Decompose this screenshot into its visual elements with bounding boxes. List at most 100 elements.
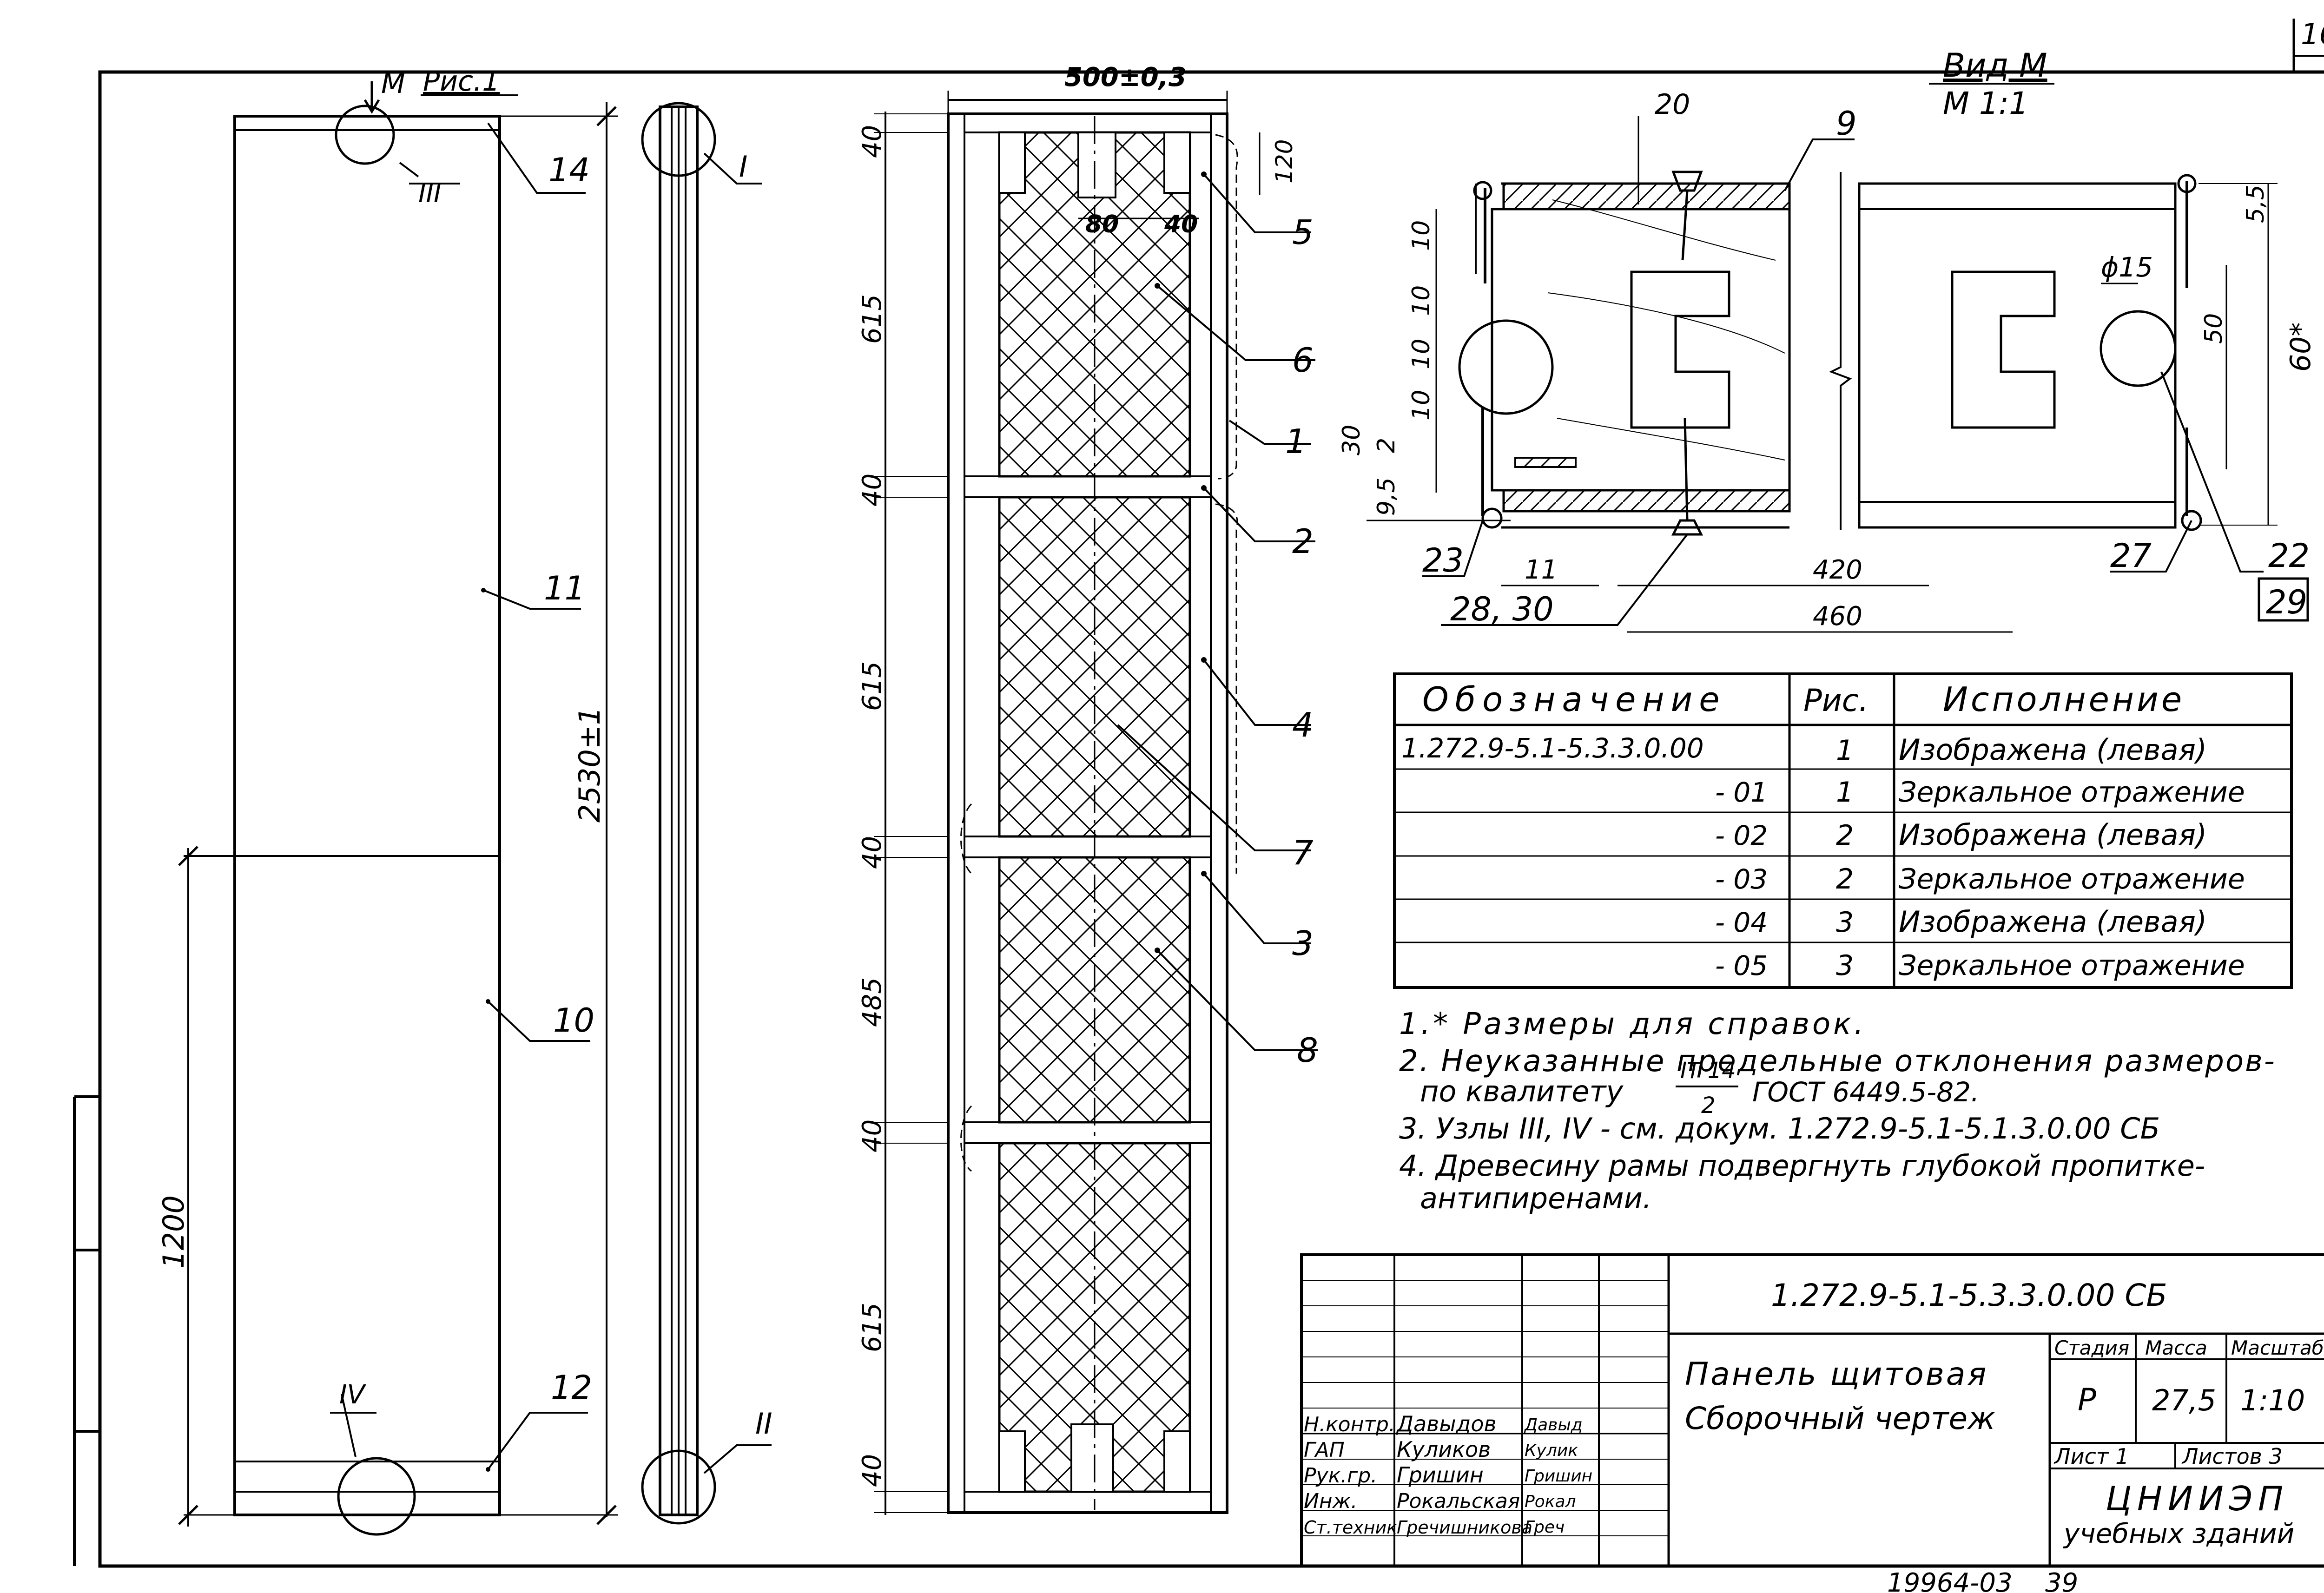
callout-10: 10 (553, 1001, 594, 1040)
org-line-2: учебных зданий (2063, 1518, 2294, 1549)
side-node-bottom: II (755, 1407, 772, 1441)
scale-label: Масштаб (2231, 1336, 2324, 1359)
doc-name-2: Сборочный чертеж (1685, 1401, 1995, 1436)
row-3-designation: - 02 (1715, 820, 1768, 851)
vdim-1: 40 (857, 125, 887, 158)
side-node-top: I (739, 150, 747, 184)
detail-dim-50: 50 (2200, 313, 2228, 344)
footer-page: 39 (2045, 1568, 2078, 1593)
detail-dim-top: 20 (1655, 88, 1690, 121)
detail-callout-29-box (2258, 577, 2309, 622)
ddim-2: 10 (1407, 285, 1435, 316)
row-2-designation: - 01 (1715, 777, 1768, 808)
name-3: Гришин (1397, 1462, 1484, 1488)
sheets-value: Листов 3 (2181, 1444, 2283, 1469)
table-header-variant: Исполнение (1943, 680, 2185, 719)
detail-view-m (1367, 83, 2278, 633)
panel-main-view (874, 91, 1318, 1515)
callout-5: 5 (1292, 213, 1314, 252)
callout-4: 4 (1292, 705, 1314, 744)
row-3-fig: 2 (1836, 819, 1854, 852)
title-block (1300, 1253, 2324, 1567)
detail-left-dims: 10 10 10 10 30 2 9,5 (1338, 220, 1435, 516)
detail-callout-29: 29 (2266, 583, 2307, 621)
sign-5: Греч (1525, 1518, 1565, 1537)
callout-11: 11 (544, 569, 585, 607)
height-dimension: 2530±1 (573, 707, 607, 823)
inner-dim-40: 40 (1164, 211, 1198, 238)
detail-diameter: ϕ15 (2101, 251, 2153, 283)
sign-4: Рокал (1525, 1492, 1576, 1511)
note-4: 4. Древесину рамы подвергнуть глубокой п… (1399, 1149, 2205, 1183)
role-5: Ст.техник (1304, 1517, 1397, 1538)
sign-2: Кулик (1525, 1441, 1578, 1460)
row-5-designation: - 04 (1715, 907, 1768, 938)
table-header-fig: Рис. (1803, 683, 1868, 718)
row-2-variant: Зеркальное отражение (1899, 776, 2245, 809)
note-2-cont: по квалитету (1420, 1074, 1624, 1108)
inner-dim-120: 120 (1271, 139, 1298, 184)
stage-value: Р (2078, 1382, 2096, 1418)
note-2-gost: ГОСТ 6449.5-82. (1752, 1076, 1979, 1108)
callout-1: 1 (1285, 422, 1307, 461)
detail-dim-460: 460 (1813, 601, 1862, 632)
vdim-2: 615 (857, 294, 887, 344)
detail-callout-9: 9 (1836, 105, 1857, 143)
vdim-9: 40 (857, 1454, 887, 1487)
scale-value: 1:10 (2240, 1383, 2305, 1417)
note-3: 3. Узлы III, IV - см. докум. 1.272.9-5.1… (1399, 1112, 2160, 1145)
panel-front-view (178, 81, 618, 1536)
tolerance-num: IT 14 (1680, 1058, 1736, 1084)
name-4: Рокальская (1397, 1489, 1520, 1513)
ddim-7: 9,5 (1373, 477, 1400, 516)
notes: 1.* Размеры для справок. 2. Неуказанные … (1399, 1007, 2276, 1215)
note-2: 2. Неуказанные предельные отклонения раз… (1399, 1044, 2276, 1079)
row-6-variant: Зеркальное отражение (1899, 949, 2245, 982)
ddim-5: 30 (1338, 425, 1366, 455)
variants-table (1393, 672, 2293, 989)
ddim-3: 10 (1407, 339, 1435, 369)
main-width-dim: 500±0,3 (1064, 62, 1187, 92)
footer-code: 19964-03 (1887, 1568, 2013, 1593)
row-3-variant: Изображена (левая) (1899, 818, 2207, 852)
name-2: Куликов (1397, 1437, 1491, 1462)
role-4: Инж. (1304, 1489, 1357, 1513)
detail-callout-23: 23 (1422, 541, 1464, 579)
role-2: ГАП (1304, 1438, 1345, 1462)
view-mark-label: M (381, 67, 405, 100)
stage-label: Стадия (2054, 1336, 2129, 1359)
row-2-fig: 1 (1836, 776, 1854, 809)
row-4-fig: 2 (1836, 863, 1854, 895)
callout-8: 8 (1297, 1031, 1318, 1070)
vdim-3: 40 (857, 474, 887, 507)
detail-title: Вид М (1943, 46, 2047, 85)
vdim-4: 615 (857, 661, 887, 711)
row-1-designation: 1.272.9-5.1-5.3.3.0.00 (1401, 732, 1704, 764)
note-1: 1.* Размеры для справок. (1399, 1007, 1866, 1041)
callout-6: 6 (1292, 341, 1314, 380)
sign-3: Гришин (1525, 1467, 1592, 1486)
row-6-fig: 3 (1836, 949, 1854, 982)
row-1-fig: 1 (1836, 734, 1854, 767)
doc-code: 1.272.9-5.1-5.3.3.0.00 СБ (1771, 1277, 2167, 1313)
doc-name-1: Панель щитовая (1685, 1356, 1988, 1393)
signature-rows: Н.контр. Давыдов Давыд ГАП Куликов Кулик… (1304, 1411, 1592, 1538)
detail-dim-11: 11 (1525, 555, 1558, 585)
main-callouts: 5 6 1 2 4 7 3 8 (1285, 213, 1318, 1070)
mass-label: Масса (2145, 1336, 2207, 1359)
callout-2: 2 (1292, 522, 1314, 561)
detail-scale: М 1:1 (1943, 86, 2028, 121)
node-label-top: III (418, 178, 442, 209)
role-1: Н.контр. (1304, 1413, 1395, 1436)
detail-callout-28-30: 28, 30 (1450, 590, 1554, 628)
callout-14: 14 (548, 151, 590, 189)
tolerance-den: 2 (1701, 1093, 1716, 1119)
role-3: Рук.гр. (1304, 1464, 1377, 1488)
row-5-variant: Изображена (левая) (1899, 905, 2207, 939)
vdim-5: 40 (857, 836, 887, 869)
name-1: Давыдов (1396, 1411, 1497, 1436)
note-4-cont: антипиренами. (1420, 1181, 1652, 1215)
main-vertical-dims: 40 615 40 615 40 485 40 615 40 (857, 125, 887, 1487)
inner-dim-80: 80 (1085, 211, 1119, 238)
